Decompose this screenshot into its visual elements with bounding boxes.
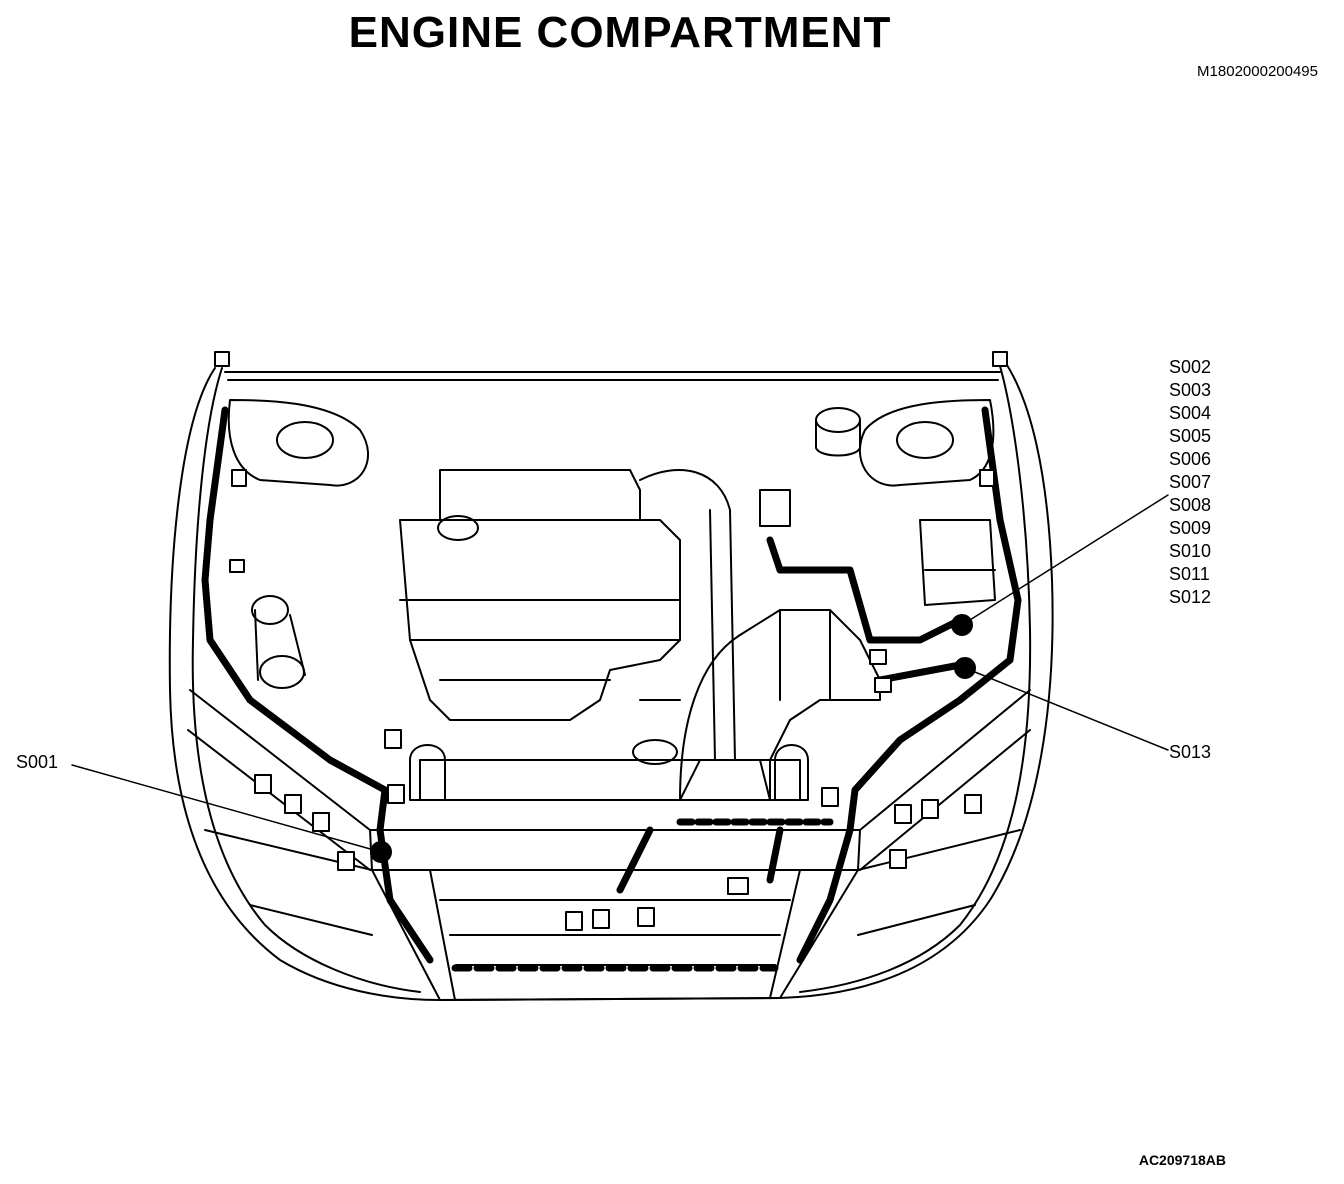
- connector: [565, 911, 583, 931]
- splice-label: S005: [1169, 426, 1212, 446]
- splice-label: S010: [1169, 541, 1212, 561]
- splice-label-s013: S013: [1169, 742, 1212, 762]
- connector: [889, 849, 907, 869]
- connector: [869, 649, 887, 665]
- connector: [637, 907, 655, 927]
- connector: [964, 794, 982, 814]
- connector: [759, 489, 791, 527]
- strut-tower-right: [859, 399, 995, 487]
- connector: [231, 469, 247, 487]
- splice-label: S011: [1169, 564, 1210, 584]
- air-intake-duct: [679, 609, 881, 801]
- connector: [992, 351, 1008, 367]
- connector: [979, 469, 995, 487]
- splice-label: S006: [1169, 449, 1212, 469]
- wiring-harness: [201, 406, 1022, 972]
- splice-label: S009: [1169, 518, 1212, 538]
- document-id: M1802000200495: [1197, 63, 1318, 80]
- connector: [727, 877, 749, 895]
- coolant-cap: [815, 407, 861, 457]
- figure-id: AC209718AB: [1138, 1152, 1226, 1168]
- connector: [254, 774, 272, 794]
- splice-label: S008: [1169, 495, 1212, 515]
- connector: [921, 799, 939, 819]
- connector: [384, 729, 402, 749]
- splice-label-group: S002 S003 S004 S005 S006 S007 S008 S009 …: [1169, 356, 1211, 609]
- connector: [387, 784, 405, 804]
- connector: [312, 812, 330, 832]
- splice-points: [370, 614, 976, 863]
- washer-reservoir: [251, 595, 306, 689]
- leader-lines: [71, 494, 1169, 853]
- connector: [229, 559, 245, 573]
- splice-label: S012: [1169, 587, 1212, 607]
- connector: [337, 851, 355, 871]
- connector: [894, 804, 912, 824]
- connectors: [214, 351, 1008, 931]
- splice-label: S004: [1169, 403, 1212, 423]
- headlamp-bases: [409, 744, 809, 801]
- connector: [821, 787, 839, 807]
- splice-label: S003: [1169, 380, 1212, 400]
- relay-box: [919, 519, 996, 606]
- splice-label-s001: S001: [16, 752, 59, 772]
- strut-tower-left: [227, 399, 370, 487]
- splice-label: S007: [1169, 472, 1212, 492]
- connector: [284, 794, 302, 814]
- connector: [214, 351, 230, 367]
- splice-label: S002: [1169, 357, 1212, 377]
- diagram-title: ENGINE COMPARTMENT: [348, 8, 892, 57]
- connector: [874, 677, 892, 693]
- vehicle-body-outline: [168, 361, 1054, 1001]
- connector: [592, 909, 610, 929]
